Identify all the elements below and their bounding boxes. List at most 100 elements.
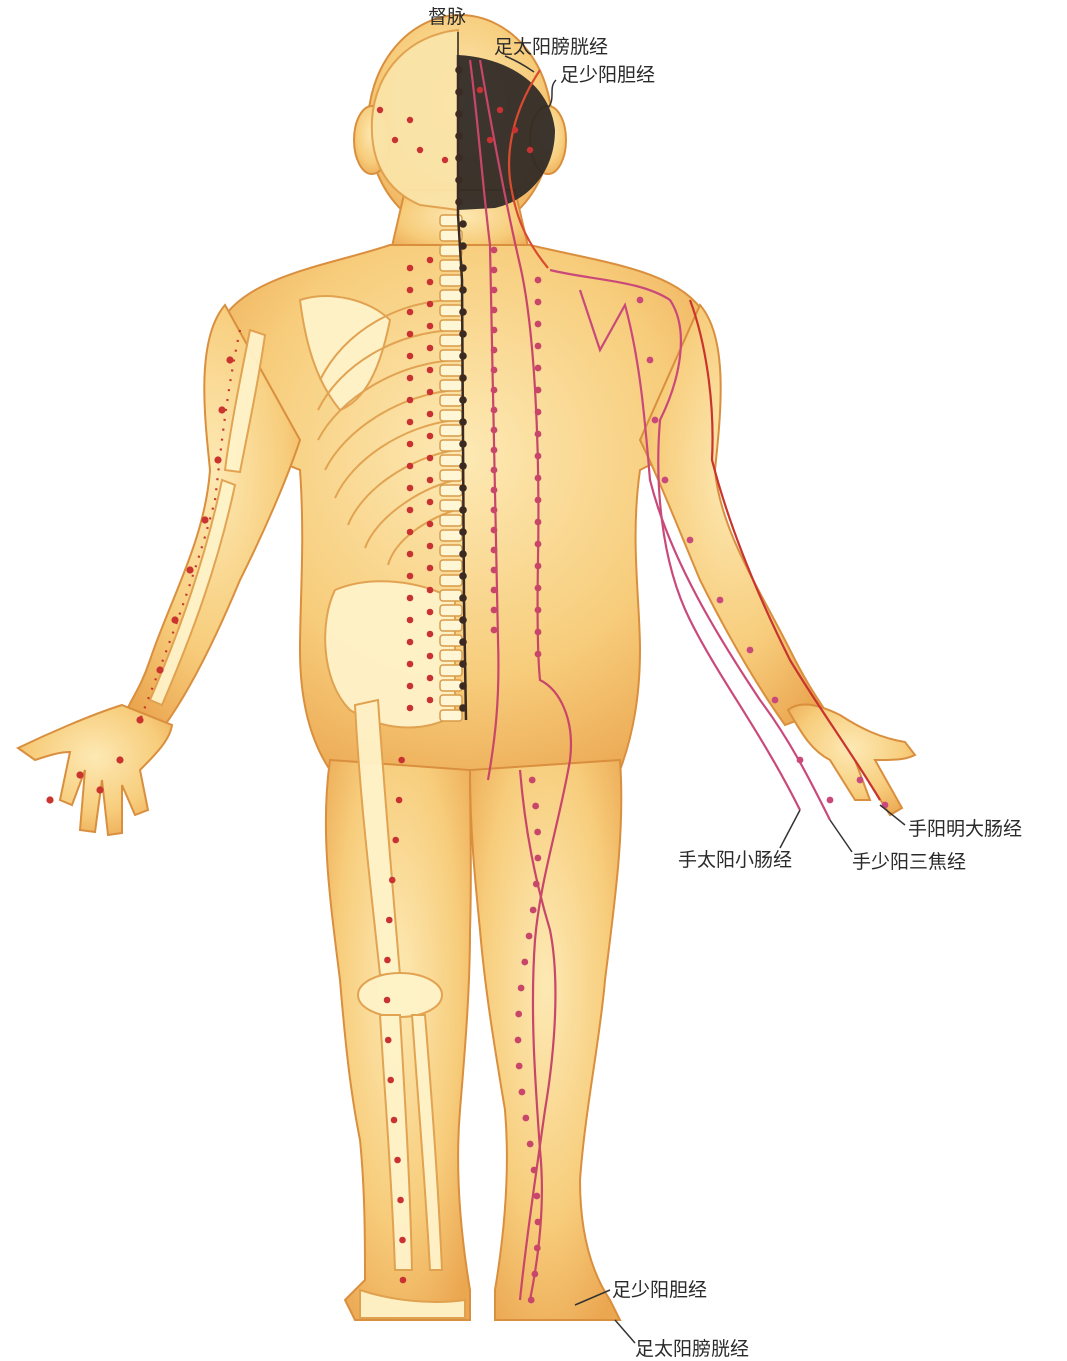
- acupoint-dot: [497, 107, 503, 113]
- vertebra: [440, 590, 462, 601]
- vertebra: [440, 530, 462, 541]
- acupoint-dot: [535, 453, 542, 460]
- acupoint-dot: [491, 267, 498, 274]
- acupoint-dot: [637, 297, 644, 304]
- acupoint-dot: [384, 997, 391, 1004]
- acupoint-dot: [407, 419, 414, 426]
- acupoint-dot: [226, 356, 233, 363]
- acupoint-dot: [427, 323, 434, 330]
- acupoint-dot: [389, 877, 396, 884]
- acupoint-dot: [526, 933, 533, 940]
- label-governor-vessel: 督脉: [428, 8, 466, 27]
- acupoint-dot: [535, 519, 542, 526]
- vertebra: [440, 470, 462, 481]
- acupoint-dot: [427, 367, 434, 374]
- acupoint-dot: [491, 327, 498, 334]
- acupoint-dot: [535, 299, 542, 306]
- acupoint-dot: [827, 797, 834, 804]
- acupoint-dot: [459, 330, 467, 338]
- acupoint-dot: [535, 541, 542, 548]
- acupoint-dot: [394, 1157, 401, 1164]
- acupoint-dot: [533, 881, 540, 888]
- acupoint-dot: [857, 777, 864, 784]
- acupoint-dot: [214, 456, 221, 463]
- acupoint-dot: [687, 537, 694, 544]
- acupoint-dot: [797, 757, 804, 764]
- label-triple-burner: 手少阳三焦经: [852, 853, 966, 872]
- acupoint-dot: [407, 375, 414, 382]
- acupoint-dot: [459, 286, 467, 294]
- acupoint-dot: [772, 697, 779, 704]
- acupoint-dot: [534, 1245, 541, 1252]
- acupoint-dot: [533, 1193, 540, 1200]
- label-small-intestine: 手太阳小肠经: [678, 851, 792, 870]
- acupoint-dot: [531, 1167, 538, 1174]
- label-bladder-top: 足太阳膀胱经: [494, 38, 608, 57]
- acupoint-dot: [535, 475, 542, 482]
- acupoint-dot: [385, 1037, 392, 1044]
- vertebra: [440, 575, 462, 586]
- acupoint-dot: [491, 587, 498, 594]
- acupoint-dot: [136, 716, 143, 723]
- acupoint-dot: [459, 704, 467, 712]
- acupoint-dot: [459, 660, 467, 668]
- acupoint-dot: [535, 321, 542, 328]
- acupoint-dot: [407, 287, 414, 294]
- acupoint-dot: [407, 661, 414, 668]
- acupoint-dot: [459, 528, 467, 536]
- acupoint-dot: [442, 157, 448, 163]
- acupoint-dot: [46, 796, 53, 803]
- acupoint-dot: [397, 1197, 404, 1204]
- acupoint-dot: [201, 516, 208, 523]
- acupoint-dot: [427, 697, 434, 704]
- acupoint-dot: [491, 607, 498, 614]
- acupoint-dot: [491, 247, 498, 254]
- acupoint-dot: [527, 147, 533, 153]
- acupoint-dot: [407, 529, 414, 536]
- leader-bladder-foot: [615, 1320, 635, 1343]
- acupoint-dot: [407, 705, 414, 712]
- acupoint-dot: [515, 1011, 522, 1018]
- acupoint-dot: [491, 347, 498, 354]
- acupoint-dot: [535, 409, 542, 416]
- acupoint-dot: [459, 572, 467, 580]
- acupoint-dot: [491, 567, 498, 574]
- vertebra: [440, 635, 462, 646]
- acupoint-dot: [491, 287, 498, 294]
- vertebra: [440, 605, 462, 616]
- acupoint-dot: [459, 594, 467, 602]
- label-bladder-foot: 足太阳膀胱经: [635, 1340, 749, 1359]
- acupoint-dot: [399, 1237, 406, 1244]
- acupoint-dot: [535, 343, 542, 350]
- acupoint-dot: [427, 653, 434, 660]
- acupoint-dot: [427, 565, 434, 572]
- acupoint-dot: [459, 616, 467, 624]
- acupoint-dot: [535, 607, 542, 614]
- acupoint-dot: [218, 406, 225, 413]
- acupoint-dot: [518, 985, 525, 992]
- acupoint-dot: [384, 957, 391, 964]
- acupoint-dot: [459, 484, 467, 492]
- acupoint-dot: [647, 357, 654, 364]
- acupoint-dot: [392, 137, 398, 143]
- vertebra: [440, 395, 462, 406]
- acupoint-dot: [459, 308, 467, 316]
- acupoint-dot: [427, 433, 434, 440]
- acupoint-dot: [427, 521, 434, 528]
- acupoint-dot: [427, 411, 434, 418]
- acupoint-dot: [491, 487, 498, 494]
- acupoint-dot: [527, 1141, 534, 1148]
- acupoint-dot: [427, 631, 434, 638]
- acupoint-dot: [407, 507, 414, 514]
- acupoint-dot: [398, 757, 405, 764]
- acupoint-dot: [535, 431, 542, 438]
- acupoint-dot: [459, 352, 467, 360]
- acupoint-dot: [455, 198, 463, 206]
- label-large-intestine: 手阳明大肠经: [908, 820, 1022, 839]
- vertebra: [440, 455, 462, 466]
- acupoint-dot: [459, 220, 467, 228]
- acupoint-dot: [407, 595, 414, 602]
- acupoint-dot: [407, 573, 414, 580]
- acupoint-dot: [487, 137, 493, 143]
